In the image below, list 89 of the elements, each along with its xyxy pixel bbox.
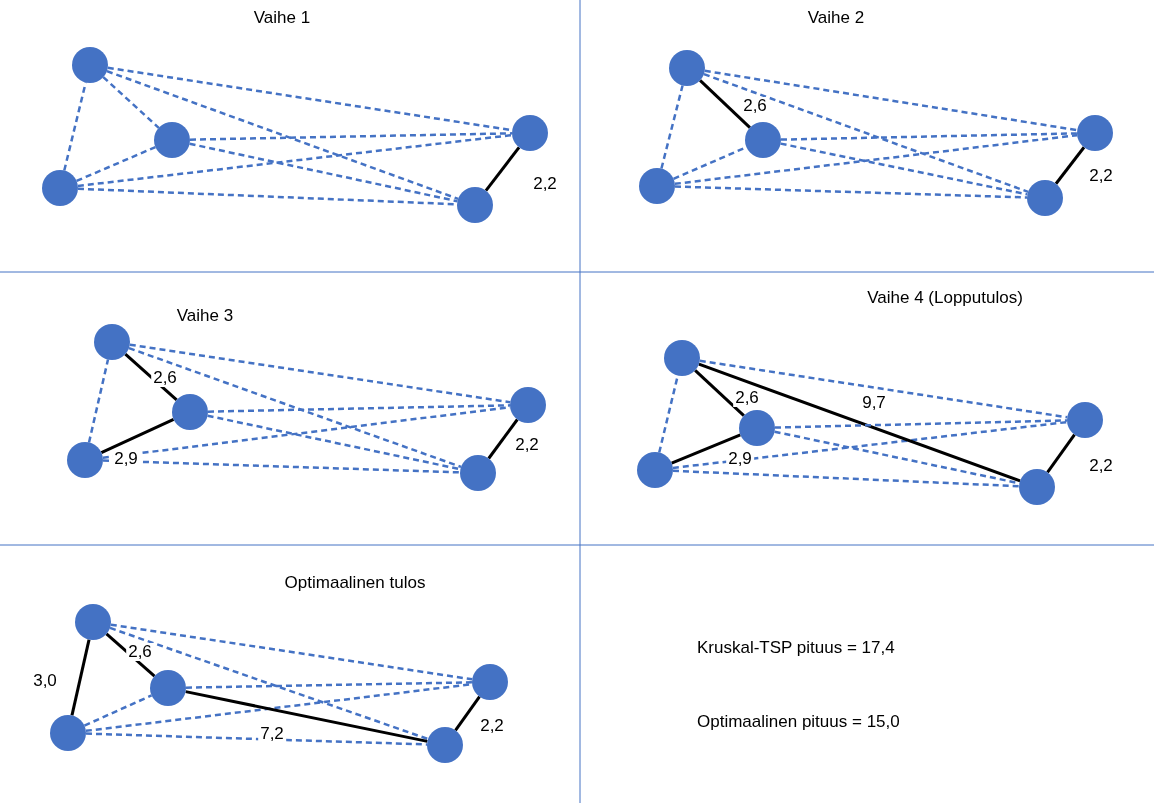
edge-label: 2,6 — [733, 389, 761, 407]
dashed-edge — [673, 146, 747, 180]
vertex-circle — [639, 168, 675, 204]
vertex-circle — [42, 170, 78, 206]
panel-title: Optimaalinen tulos — [284, 573, 426, 593]
dashed-edge — [76, 145, 156, 183]
vertex-circle — [1077, 115, 1113, 151]
dashed-edge — [672, 469, 1020, 488]
edge-label: 2,6 — [741, 97, 769, 115]
dashed-edge — [189, 142, 458, 203]
dashed-edge — [77, 133, 513, 188]
dashed-edge — [672, 420, 1068, 470]
vertex-circle — [94, 324, 130, 360]
dashed-edge — [704, 69, 1078, 132]
dashed-edge — [110, 623, 473, 681]
vertex-circle — [510, 387, 546, 423]
solid-edge — [694, 369, 745, 417]
vertex-circle — [154, 122, 190, 158]
dashed-edge — [109, 626, 429, 741]
panel-title: Vaihe 4 (Lopputulos) — [867, 288, 1023, 308]
dashed-edge — [774, 419, 1068, 429]
edge-label: 9,7 — [860, 394, 888, 412]
solid-edge — [1046, 433, 1076, 474]
vertex-circle — [75, 604, 111, 640]
panel-title: Vaihe 3 — [176, 306, 234, 326]
result-text: Optimaalinen pituus = 15,0 — [697, 712, 900, 732]
panel-title: Vaihe 1 — [253, 8, 311, 28]
vertex-circle — [1067, 402, 1103, 438]
edge-label: 2,6 — [151, 369, 179, 387]
dashed-edge — [87, 359, 110, 443]
solid-edge — [100, 418, 175, 454]
solid-edge — [1054, 146, 1086, 185]
dashed-edge — [703, 72, 1029, 194]
vertex-circle — [172, 394, 208, 430]
dashed-edge — [660, 85, 684, 169]
edge-label: 2,9 — [726, 450, 754, 468]
dashed-edge — [207, 404, 511, 413]
dashed-edge — [674, 133, 1078, 186]
solid-edge — [105, 632, 156, 678]
solid-edge — [699, 79, 751, 129]
vertex-circle — [72, 47, 108, 83]
result-text: Kruskal-TSP pituus = 17,4 — [697, 638, 895, 658]
dashed-edge — [128, 346, 462, 469]
vertex-circle — [669, 50, 705, 86]
solid-edge — [671, 433, 741, 465]
dashed-edge — [102, 76, 160, 129]
edge-label: 3,0 — [31, 672, 59, 690]
edge-label: 2,9 — [112, 450, 140, 468]
dashed-edge — [129, 343, 511, 404]
dashed-edge — [207, 414, 461, 471]
dashed-edge — [780, 132, 1078, 141]
solid-edge — [70, 639, 91, 716]
vertex-circle — [427, 727, 463, 763]
vertex-circle — [739, 410, 775, 446]
edge-label: 2,2 — [1087, 457, 1115, 475]
dashed-edge — [780, 142, 1028, 196]
dashed-edge — [106, 69, 459, 201]
vertex-circle — [1019, 469, 1055, 505]
vertex-circle — [67, 442, 103, 478]
vertex-circle — [460, 455, 496, 491]
vertex-circle — [512, 115, 548, 151]
edge-label: 2,2 — [531, 175, 559, 193]
vertex-circle — [745, 122, 781, 158]
dashed-edge — [658, 375, 679, 453]
edge-label: 7,2 — [258, 725, 286, 743]
vertex-circle — [457, 187, 493, 223]
solid-edge — [484, 146, 521, 192]
vertex-circle — [664, 340, 700, 376]
dashed-edge — [185, 681, 473, 689]
vertex-circle — [50, 715, 86, 751]
solid-edge — [698, 362, 1021, 483]
panel-title: Vaihe 2 — [807, 8, 865, 28]
dashed-edge — [85, 732, 428, 746]
dashed-edge — [699, 359, 1068, 419]
vertex-circle — [150, 670, 186, 706]
edge-label: 2,2 — [478, 717, 506, 735]
edge-label: 2,2 — [1087, 167, 1115, 185]
vertex-circle — [472, 664, 508, 700]
dashed-edge — [189, 132, 513, 141]
solid-edge — [454, 695, 481, 732]
edge-label: 2,6 — [126, 643, 154, 661]
vertex-circle — [1027, 180, 1063, 216]
dashed-edge — [102, 459, 461, 474]
dashed-edge — [83, 694, 153, 727]
solid-edge — [185, 690, 428, 743]
vertex-circle — [637, 452, 673, 488]
dashed-edge — [674, 185, 1028, 199]
solid-edge — [487, 418, 519, 460]
edge-label: 2,2 — [513, 436, 541, 454]
